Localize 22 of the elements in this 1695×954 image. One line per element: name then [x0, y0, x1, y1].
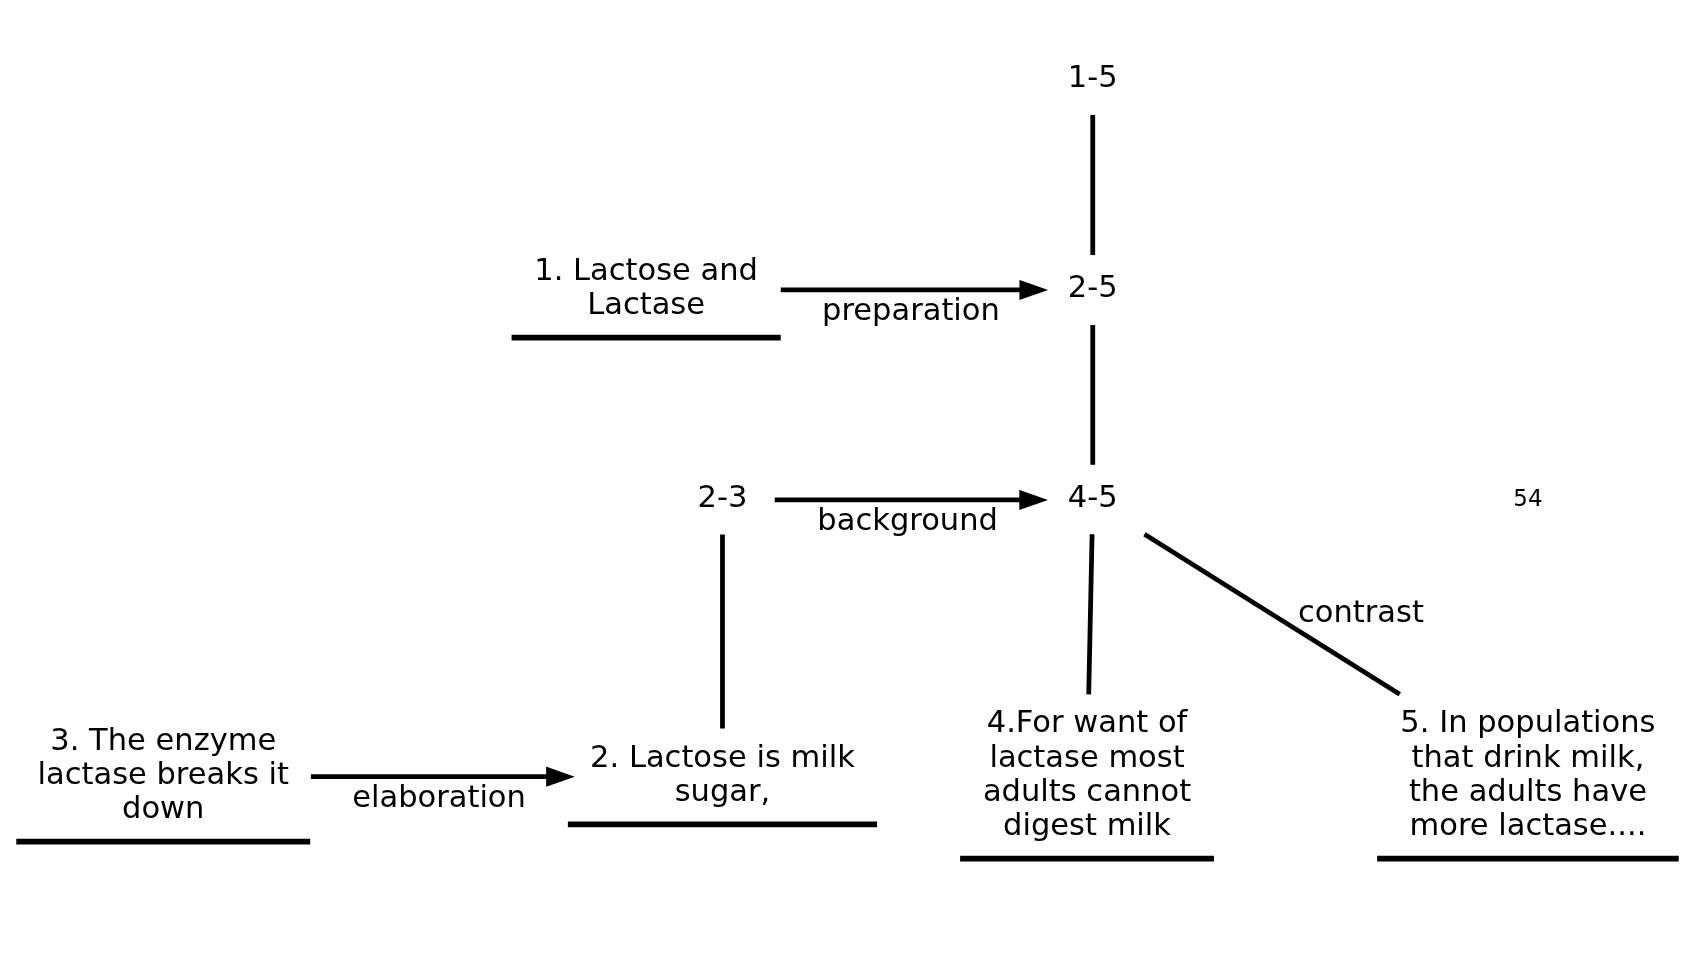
node-text: 5. In populations that drink milk, the adults have more lactase....	[1400, 703, 1656, 842]
node-text: 4.For want of lactase most adults cannot digest milk	[982, 703, 1192, 842]
edge-label: preparation	[822, 291, 1000, 327]
connector	[720, 534, 725, 728]
connector	[1090, 324, 1096, 465]
node-text: 2. Lactose is milk sugar,	[590, 738, 855, 808]
edge-label: contrast	[1297, 593, 1424, 629]
label: 54	[1513, 484, 1543, 511]
connector	[1143, 531, 1401, 696]
arrow	[780, 279, 1049, 300]
node-text: 2-3	[697, 478, 748, 514]
node-text: 3. The enzyme lactase breaks it down	[37, 721, 289, 825]
edge-label: background	[817, 501, 998, 537]
node-text: 4-5	[1067, 478, 1118, 514]
node-text: 1. Lactose and Lactase	[534, 251, 758, 321]
connector	[1090, 114, 1096, 255]
connector	[1086, 533, 1095, 694]
node-text: 2-5	[1067, 268, 1118, 304]
node-text: 1-5	[1067, 58, 1118, 94]
arrow	[774, 489, 1048, 510]
edge-label: elaboration	[352, 778, 526, 814]
arrow	[310, 766, 575, 787]
